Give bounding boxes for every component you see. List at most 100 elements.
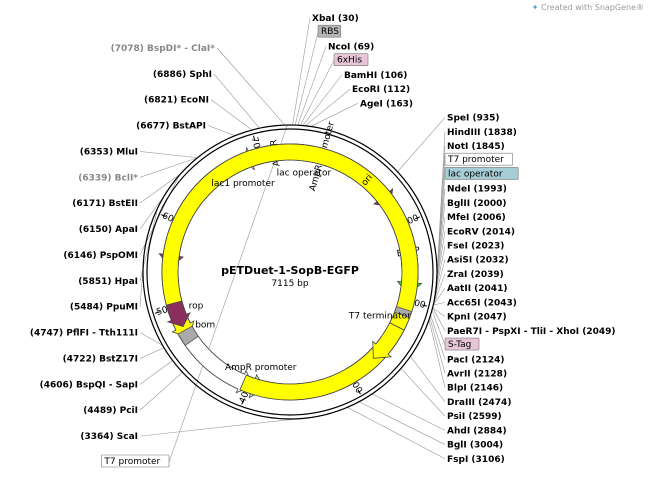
inner-label-lac1-promoter: lac1 promoter bbox=[211, 179, 275, 189]
site-lac-operator[interactable]: lac operator bbox=[444, 167, 519, 180]
site-connector bbox=[429, 317, 446, 374]
site-bspqi-sapi[interactable]: (4606) BspQI - SapI bbox=[40, 380, 138, 390]
site-pflfi-tth111i[interactable]: (4747) PflFI - Tth111I bbox=[30, 329, 138, 339]
site-label: (3364) ScaI bbox=[80, 432, 138, 442]
site-avrii[interactable]: AvrII (2128) bbox=[447, 369, 507, 379]
site-spei[interactable]: SpeI (935) bbox=[447, 114, 500, 124]
site-pcii[interactable]: (4489) PciI bbox=[83, 406, 138, 416]
feature-box bbox=[444, 152, 513, 166]
site-connector bbox=[139, 372, 183, 411]
site-label: (6677) BstAPI bbox=[136, 122, 206, 132]
feature-t7-terminator[interactable] bbox=[394, 306, 413, 319]
site-label: BglII (2000) bbox=[447, 199, 507, 209]
site-label: (4489) PciI bbox=[83, 406, 138, 416]
site-sphi[interactable]: (6886) SphI bbox=[153, 70, 212, 80]
site-fspi[interactable]: FspI (3106) bbox=[447, 455, 505, 465]
site-label: AsiSI (2032) bbox=[447, 256, 509, 266]
site-agei[interactable]: AgeI (163) bbox=[360, 99, 413, 109]
scale-tick bbox=[160, 214, 166, 218]
site-noti[interactable]: NotI (1845) bbox=[447, 142, 505, 152]
site-hindiii[interactable]: HindIII (1838) bbox=[447, 128, 517, 138]
site-scai[interactable]: (3364) ScaI bbox=[80, 432, 138, 442]
feature-f1-ori[interactable] bbox=[372, 322, 405, 359]
site-label: PsiI (2599) bbox=[447, 412, 502, 422]
plasmid-name: pETDuet-1-SopB-EGFP bbox=[221, 264, 359, 277]
site-bspdi-clai[interactable]: (7078) BspDI* - ClaI* bbox=[111, 44, 216, 54]
site-ppumi[interactable]: (5484) PpuMI bbox=[70, 303, 138, 313]
site-econi[interactable]: (6821) EcoNI bbox=[144, 96, 209, 106]
site-s-tag[interactable]: S-Tag bbox=[444, 337, 480, 351]
site-connector bbox=[400, 368, 446, 417]
site-bsteii[interactable]: (6171) BstEII bbox=[72, 199, 138, 209]
site-label: (6150) ApaI bbox=[79, 225, 138, 235]
site-ahdi[interactable]: AhdI (2884) bbox=[447, 426, 507, 436]
site-connector bbox=[213, 73, 260, 129]
site-bcli[interactable]: (6339) BclI* bbox=[78, 173, 138, 183]
site-connector bbox=[347, 407, 446, 460]
site-label: NotI (1845) bbox=[447, 142, 505, 152]
site-aatii[interactable]: AatII (2041) bbox=[447, 284, 507, 294]
site-bglii[interactable]: BglII (2000) bbox=[447, 199, 507, 209]
site-label: KpnI (2047) bbox=[447, 313, 507, 323]
site-connector bbox=[294, 32, 319, 126]
site-blpi[interactable]: BlpI (2146) bbox=[447, 384, 503, 394]
credit-text: Created with SnapGene® bbox=[541, 3, 644, 12]
site-hpai[interactable]: (5851) HpaI bbox=[78, 277, 138, 287]
site-paer7i-pspxi-tlii-xhoi[interactable]: PaeR7I - PspXI - TliI - XhoI (2049) bbox=[447, 327, 616, 337]
site-asisi[interactable]: AsiSI (2032) bbox=[447, 256, 509, 266]
site-mlui[interactable]: (6353) MluI bbox=[80, 147, 138, 157]
feature-rop[interactable] bbox=[165, 300, 191, 327]
site-pspomi[interactable]: (6146) PspOMI bbox=[63, 251, 138, 261]
site-t7-promoter[interactable]: T7 promoter bbox=[101, 454, 170, 468]
site-connector bbox=[299, 60, 335, 126]
site-label: T7 promoter bbox=[103, 457, 160, 467]
site-6xhis[interactable]: 6xHis bbox=[333, 53, 369, 66]
site-connector bbox=[410, 356, 446, 403]
site-draiii[interactable]: DraIII (2474) bbox=[447, 398, 511, 408]
site-paci[interactable]: PacI (2124) bbox=[447, 355, 505, 365]
site-ecori[interactable]: EcoRI (112) bbox=[352, 85, 410, 95]
site-rbs[interactable]: RBS bbox=[317, 24, 342, 38]
site-bamhi[interactable]: BamHI (106) bbox=[344, 71, 407, 81]
site-kpni[interactable]: KpnI (2047) bbox=[447, 313, 507, 323]
site-connector bbox=[310, 103, 359, 127]
site-apai[interactable]: (6150) ApaI bbox=[79, 225, 138, 235]
site-label: (4722) BstZ17I bbox=[63, 354, 138, 364]
site-label: EcoRV (2014) bbox=[447, 227, 515, 237]
site-connector bbox=[432, 287, 446, 306]
site-bstapi[interactable]: (6677) BstAPI bbox=[136, 122, 206, 132]
site-t7-promoter[interactable]: T7 promoter bbox=[444, 152, 513, 166]
site-bgli[interactable]: BglI (3004) bbox=[447, 441, 503, 451]
site-connector bbox=[139, 360, 173, 385]
site-label: BlpI (2146) bbox=[447, 384, 503, 394]
scale-tick bbox=[241, 399, 244, 405]
site-label: AvrII (2128) bbox=[447, 369, 507, 379]
site-ecorv[interactable]: EcoRV (2014) bbox=[447, 227, 515, 237]
site-fsei[interactable]: FseI (2023) bbox=[447, 242, 504, 252]
site-mfei[interactable]: MfeI (2006) bbox=[447, 213, 506, 223]
site-connector bbox=[139, 151, 198, 159]
site-connector bbox=[432, 273, 446, 306]
site-zrai[interactable]: ZraI (2039) bbox=[447, 270, 504, 280]
site-ncoi[interactable]: NcoI (69) bbox=[328, 42, 374, 52]
site-label: AatII (2041) bbox=[447, 284, 507, 294]
site-xbai[interactable]: XbaI (30) bbox=[312, 14, 359, 24]
site-acc65i[interactable]: Acc65I (2043) bbox=[447, 298, 517, 308]
feature-ori[interactable] bbox=[161, 143, 419, 401]
site-connector bbox=[305, 88, 351, 127]
site-psii[interactable]: PsiI (2599) bbox=[447, 412, 502, 422]
site-connector bbox=[428, 319, 446, 388]
site-connector bbox=[139, 332, 163, 346]
feature-bom[interactable] bbox=[177, 325, 199, 346]
scale-tick bbox=[357, 389, 361, 395]
site-label: NdeI (1993) bbox=[447, 185, 507, 195]
backbone-outer-circle bbox=[142, 124, 438, 420]
snapgene-credit: ✦ Created with SnapGene® bbox=[532, 3, 644, 12]
site-connector bbox=[302, 74, 343, 126]
site-bstz17i[interactable]: (4722) BstZ17I bbox=[63, 354, 138, 364]
site-ndei[interactable]: NdeI (1993) bbox=[447, 185, 507, 195]
feature-box bbox=[444, 337, 480, 351]
